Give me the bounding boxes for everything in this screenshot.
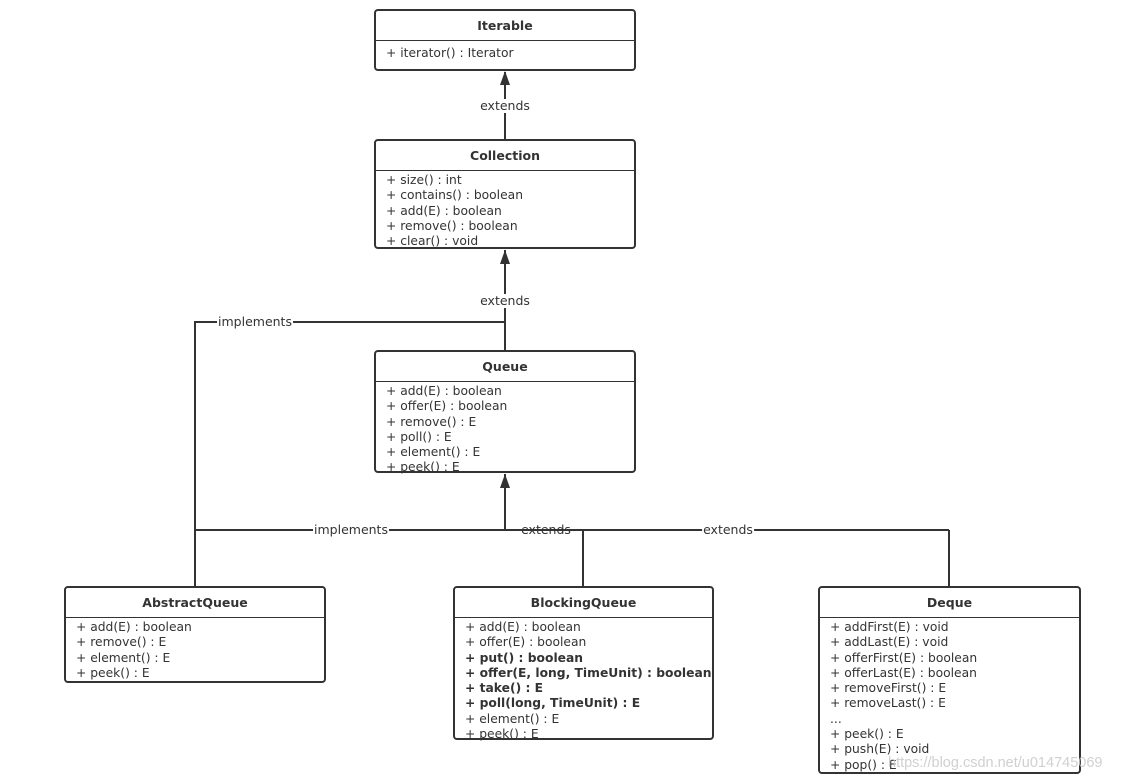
member-list: + size() : int+ contains() : boolean+ ad… bbox=[376, 171, 634, 249]
class-member: + peek() : E bbox=[76, 665, 150, 680]
class-name: BlockingQueue bbox=[455, 588, 712, 618]
member-list: + addFirst(E) : void+ addLast(E) : void+… bbox=[820, 618, 1079, 773]
class-member: + iterator() : Iterator bbox=[386, 46, 514, 60]
label-extends: extends bbox=[521, 522, 571, 537]
class-name: AbstractQueue bbox=[66, 588, 324, 618]
label-extends: extends bbox=[479, 293, 531, 308]
class-name: Deque bbox=[820, 588, 1079, 618]
class-member: + size() : int bbox=[386, 173, 462, 187]
member-list: + add(E) : boolean+ offer(E) : boolean+ … bbox=[376, 382, 634, 476]
member-list: + add(E) : boolean+ remove() : E+ elemen… bbox=[66, 618, 324, 681]
class-member: + remove() : E bbox=[386, 414, 477, 429]
class-member: + offer(E, long, TimeUnit) : boolean bbox=[465, 665, 712, 680]
class-member: + element() : E bbox=[386, 445, 481, 460]
member-list: + iterator() : Iterator bbox=[376, 41, 634, 61]
class-member: + contains() : boolean bbox=[386, 188, 523, 203]
class-member: + add(E) : boolean bbox=[76, 620, 192, 634]
class-member: + take() : E bbox=[465, 681, 544, 696]
arrow-iterable bbox=[500, 71, 510, 85]
class-deque[interactable]: Deque+ addFirst(E) : void+ addLast(E) : … bbox=[818, 586, 1081, 774]
class-member: + poll(long, TimeUnit) : E bbox=[465, 696, 641, 711]
class-member: + add(E) : boolean bbox=[465, 620, 581, 634]
label-implements: implements bbox=[313, 522, 389, 537]
class-member: + peek() : E bbox=[386, 460, 460, 475]
class-queue[interactable]: Queue+ add(E) : boolean+ offer(E) : bool… bbox=[374, 350, 636, 476]
label-extends: extends bbox=[479, 98, 531, 113]
class-member: + peek() : E bbox=[830, 727, 904, 742]
edge-abstractqueue-collection bbox=[194, 321, 505, 587]
class-member: + offerLast(E) : boolean bbox=[830, 665, 977, 680]
class-collection[interactable]: Collection+ size() : int+ contains() : b… bbox=[374, 139, 636, 249]
class-member: + remove() : E bbox=[76, 635, 167, 650]
class-member: + remove() : boolean bbox=[386, 218, 518, 233]
class-member: + offerFirst(E) : boolean bbox=[830, 650, 978, 665]
class-member: + offer(E) : boolean bbox=[386, 399, 508, 414]
class-member: + addLast(E) : void bbox=[830, 635, 949, 650]
class-name: Collection bbox=[376, 141, 634, 171]
class-member: + addFirst(E) : void bbox=[830, 620, 949, 634]
watermark: https://blog.csdn.net/u014745069 bbox=[888, 755, 1103, 771]
class-member: + element() : E bbox=[465, 711, 560, 726]
class-member: + pop() : E bbox=[830, 757, 897, 772]
class-member: + clear() : void bbox=[386, 234, 479, 249]
label-extends: extends bbox=[702, 522, 754, 537]
class-member: + add(E) : boolean bbox=[386, 384, 502, 398]
class-member: ... bbox=[830, 711, 842, 726]
class-member: + offer(E) : boolean bbox=[465, 635, 587, 650]
class-abstractqueue[interactable]: AbstractQueue+ add(E) : boolean+ remove(… bbox=[64, 586, 326, 683]
class-iterable[interactable]: Iterable + iterator() : Iterator bbox=[374, 9, 636, 71]
class-member: + poll() : E bbox=[386, 429, 452, 444]
class-member: + add(E) : boolean bbox=[386, 203, 502, 218]
class-member: + removeFirst() : E bbox=[830, 681, 947, 696]
class-member: + removeLast() : E bbox=[830, 696, 946, 711]
member-list: + add(E) : boolean+ offer(E) : boolean+ … bbox=[455, 618, 712, 742]
class-blockingqueue[interactable]: BlockingQueue+ add(E) : boolean+ offer(E… bbox=[453, 586, 714, 742]
label-implements: implements bbox=[217, 314, 293, 329]
class-name: Queue bbox=[376, 352, 634, 382]
class-name: Iterable bbox=[376, 11, 634, 41]
class-member: + put() : boolean bbox=[465, 650, 584, 665]
class-member: + push(E) : void bbox=[830, 742, 930, 757]
arrow-collection bbox=[500, 250, 510, 264]
class-member: + element() : E bbox=[76, 650, 171, 665]
class-member: + peek() : E bbox=[465, 727, 539, 742]
arrow-queue bbox=[500, 474, 510, 488]
